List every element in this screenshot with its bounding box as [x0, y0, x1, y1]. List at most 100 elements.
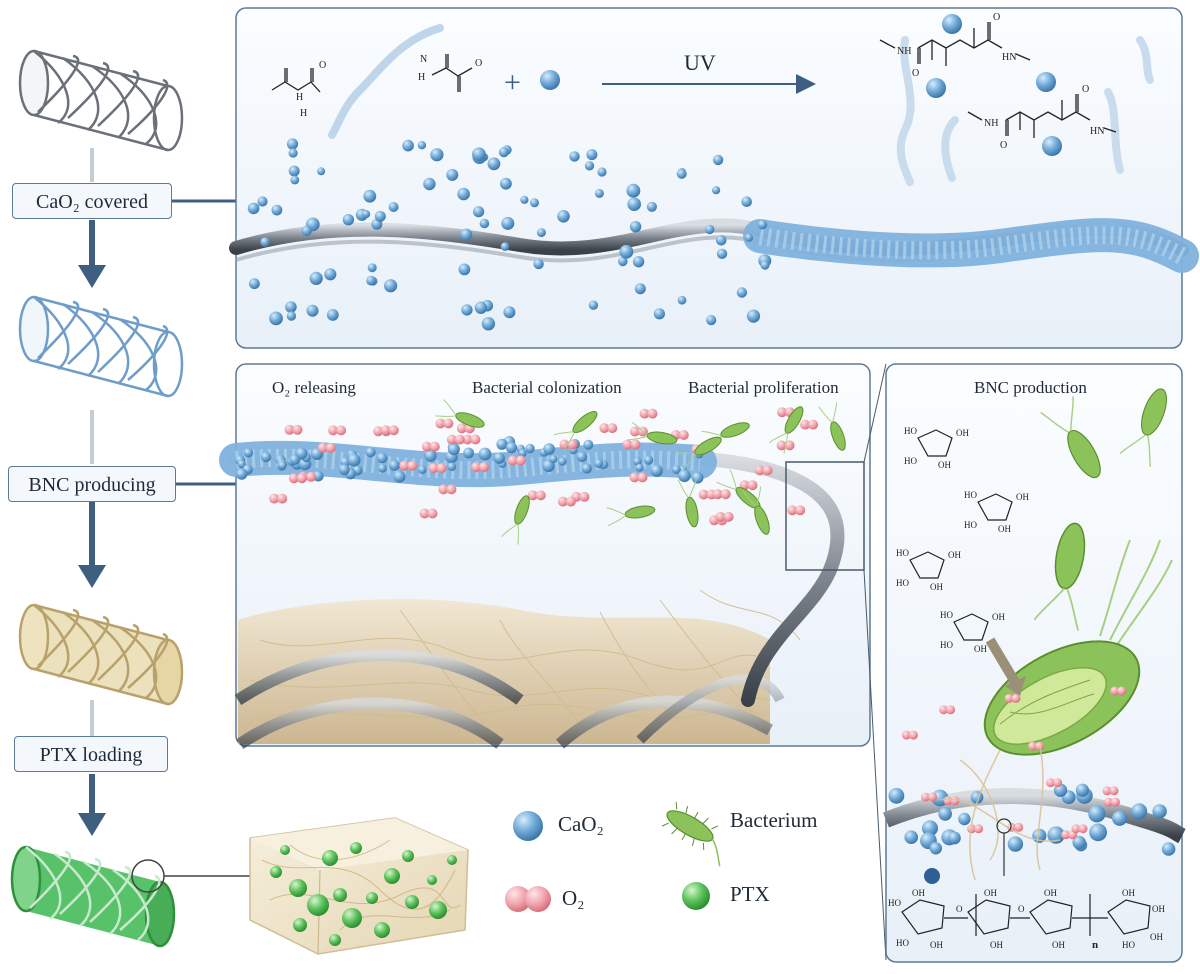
cao2-particle: [958, 812, 971, 826]
cellulose-structure: [901, 894, 1151, 936]
o2-bubble: [399, 460, 410, 471]
stent-cao2: [18, 295, 184, 398]
o2-bubble: [427, 508, 438, 519]
cao2-particle: [746, 309, 761, 323]
o2-bubble: [479, 462, 489, 473]
cao2-particle: [1007, 836, 1024, 852]
o2-bubble: [446, 434, 457, 445]
o2-bubble: [1053, 778, 1063, 788]
bacteria-colonizing: [435, 399, 846, 545]
cao2-particle: [1088, 805, 1106, 823]
o2-bubble: [647, 408, 658, 419]
cao2-particle: [493, 452, 505, 464]
cao2-particle: [1112, 810, 1128, 826]
cao2-particle: [558, 457, 567, 466]
cao2-particle: [286, 138, 299, 150]
bacterium: [675, 436, 722, 471]
cao2-particle: [367, 263, 377, 273]
cao2-particle: [290, 175, 300, 185]
o2-bubble: [712, 489, 723, 500]
cao2-particle: [496, 438, 508, 450]
cao2-particle: [472, 147, 486, 162]
bacterium: [627, 422, 678, 445]
plus-sign: +: [504, 66, 521, 99]
cao2-particle: [260, 237, 270, 247]
cao2-particle: [542, 459, 555, 473]
cao2-particle: [463, 447, 474, 459]
cao2-particle: [317, 167, 326, 176]
cao2-particle: [479, 218, 490, 229]
o2-bubble: [800, 419, 811, 430]
svg-text:OH: OH: [984, 888, 997, 898]
stent-ptx: [10, 845, 176, 948]
o2-bubble: [808, 419, 819, 430]
cao2-particle-reactant: [540, 70, 560, 90]
cao2-particle: [417, 141, 427, 150]
cao2-particle: [376, 452, 388, 464]
cao2-particle: [388, 202, 399, 212]
svg-text:O: O: [319, 60, 326, 71]
svg-text:O: O: [1082, 84, 1089, 95]
legend: [505, 801, 721, 912]
cao2-particle: [922, 820, 938, 837]
o2-bubble: [380, 425, 391, 436]
o2-bubble: [928, 792, 937, 802]
o2-bubble: [407, 460, 418, 471]
flow-arrows: [78, 148, 106, 836]
step-ptx-loading: PTX loading: [14, 736, 168, 772]
svg-text:OH: OH: [912, 888, 925, 898]
cao2-particle: [501, 216, 515, 230]
svg-text:O: O: [956, 904, 963, 914]
svg-text:OH: OH: [948, 550, 961, 560]
o2-bubble: [715, 511, 726, 522]
svg-text:O: O: [993, 12, 1000, 23]
legend-cao2-swatch: [513, 811, 543, 841]
o2-bubble: [388, 425, 399, 436]
o2-bubble: [579, 491, 590, 502]
cao2-particle: [760, 260, 770, 270]
step-cao2-covered: CaO₂ covered: [12, 183, 172, 219]
o2-bubble: [446, 484, 457, 495]
o2-bubble: [678, 430, 689, 440]
o2-bubble: [438, 484, 449, 495]
svg-text:H: H: [418, 72, 425, 83]
svg-text:O: O: [1000, 140, 1007, 151]
cao2-particle: [446, 168, 459, 181]
o2-bubble: [1061, 830, 1071, 840]
cao2-particle: [929, 842, 942, 855]
o2-bubble: [373, 426, 384, 437]
cao2-particle: [653, 308, 666, 320]
o2-bubble: [435, 418, 446, 429]
svg-text:OH: OH: [930, 940, 943, 950]
bacterium: [742, 486, 770, 535]
cao2-particle: [518, 449, 527, 458]
cao2-particle: [378, 464, 387, 473]
cao2-particle: [583, 439, 594, 450]
cao2-particle: [365, 447, 376, 458]
cao2-particle: [505, 442, 518, 454]
cao2-particle: [474, 301, 488, 314]
o2-bubble: [328, 425, 339, 436]
ptx-gel-block: [249, 817, 469, 955]
svg-text:H: H: [296, 92, 303, 103]
cao2-scattered-particles: [247, 138, 772, 331]
cao2-particle: [1072, 835, 1086, 850]
cao2-particle: [646, 201, 658, 212]
o2-bubble: [630, 439, 641, 450]
cao2-particle: [557, 210, 570, 223]
cao2-particle: [487, 157, 501, 171]
top-panel: H H O N O H NH HN O O NH HN O O +: [229, 7, 1199, 349]
svg-text:OH: OH: [1016, 492, 1029, 502]
svg-text:HO: HO: [896, 578, 909, 588]
svg-text:HO: HO: [1122, 940, 1135, 950]
cao2-particle: [904, 830, 918, 844]
o2-bubble: [565, 496, 576, 507]
svg-text:HN: HN: [1002, 52, 1016, 63]
o2-bubble: [637, 472, 648, 483]
cao2-particle: [618, 256, 628, 267]
svg-text:HO: HO: [964, 520, 977, 530]
cao2-particle: [347, 453, 361, 467]
cao2-particle: [597, 167, 607, 177]
svg-text:OH: OH: [990, 940, 1003, 950]
